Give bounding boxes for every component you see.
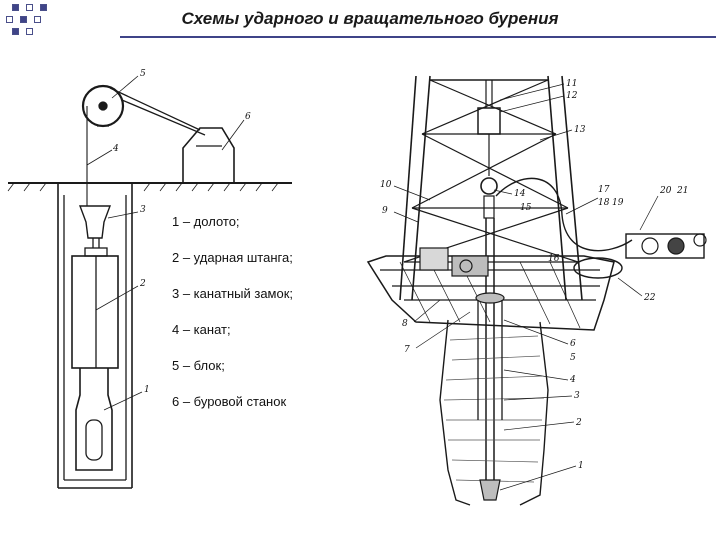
deco-square <box>40 4 47 11</box>
deco-square <box>12 4 19 11</box>
rotary-callouts: 11 12 13 10 9 14 17 18 19 20 21 15 16 22… <box>380 79 688 471</box>
title-underline <box>120 36 716 38</box>
corner-decoration <box>4 2 50 42</box>
legend-item: 2 – ударная штанга; <box>172 250 293 265</box>
callout-label: 2 <box>139 279 146 289</box>
percussion-callouts: 5 6 4 3 2 1 <box>112 69 251 395</box>
callout-label: 6 <box>570 339 576 349</box>
deco-square <box>12 28 19 35</box>
callout-label: 6 <box>245 112 251 122</box>
callout-label: 15 <box>520 203 532 213</box>
callout-label: 5 <box>140 69 146 79</box>
rotary-callout-leaders <box>393 83 659 491</box>
deco-square <box>6 16 13 23</box>
callout-label: 10 <box>380 180 392 190</box>
callout-label: 5 <box>570 353 576 363</box>
callout-label: 16 <box>548 254 560 264</box>
callout-label: 20 <box>659 186 672 196</box>
callout-label: 9 <box>382 206 388 216</box>
callout-label: 3 <box>574 391 580 401</box>
legend-list: 1 – долото; 2 – ударная штанга; 3 – кана… <box>172 214 293 430</box>
callout-label: 22 <box>643 293 656 303</box>
legend-item: 3 – канатный замок; <box>172 286 294 301</box>
slide-title: Схемы ударного и вращательного бурения <box>181 9 559 28</box>
deco-square <box>26 4 33 11</box>
callout-label: 7 <box>404 345 410 355</box>
percussion-drilling-diagram <box>7 75 292 489</box>
callout-label: 4 <box>112 144 119 154</box>
deco-square <box>20 16 27 23</box>
callout-label: 1 <box>578 461 584 471</box>
legend-item: 6 – буровой станок <box>172 394 287 409</box>
callout-label: 21 <box>676 186 688 196</box>
callout-label: 4 <box>569 375 576 385</box>
callout-label: 8 <box>402 319 408 329</box>
callout-label: 14 <box>514 189 526 199</box>
callout-label: 11 <box>566 79 577 89</box>
callout-label: 12 <box>566 91 578 101</box>
callout-label: 13 <box>574 125 586 135</box>
callout-label: 19 <box>612 198 624 208</box>
rotary-drilling-diagram <box>366 75 707 506</box>
legend-item: 1 – долото; <box>172 214 240 229</box>
deco-square <box>26 28 33 35</box>
callout-label: 3 <box>140 205 146 215</box>
callout-label: 18 <box>598 198 610 208</box>
deco-square <box>34 16 41 23</box>
callout-label: 17 <box>598 185 610 195</box>
legend-item: 4 – канат; <box>172 322 231 337</box>
legend-item: 5 – блок; <box>172 358 225 373</box>
callout-label: 1 <box>144 385 150 395</box>
callout-label: 2 <box>575 418 582 428</box>
